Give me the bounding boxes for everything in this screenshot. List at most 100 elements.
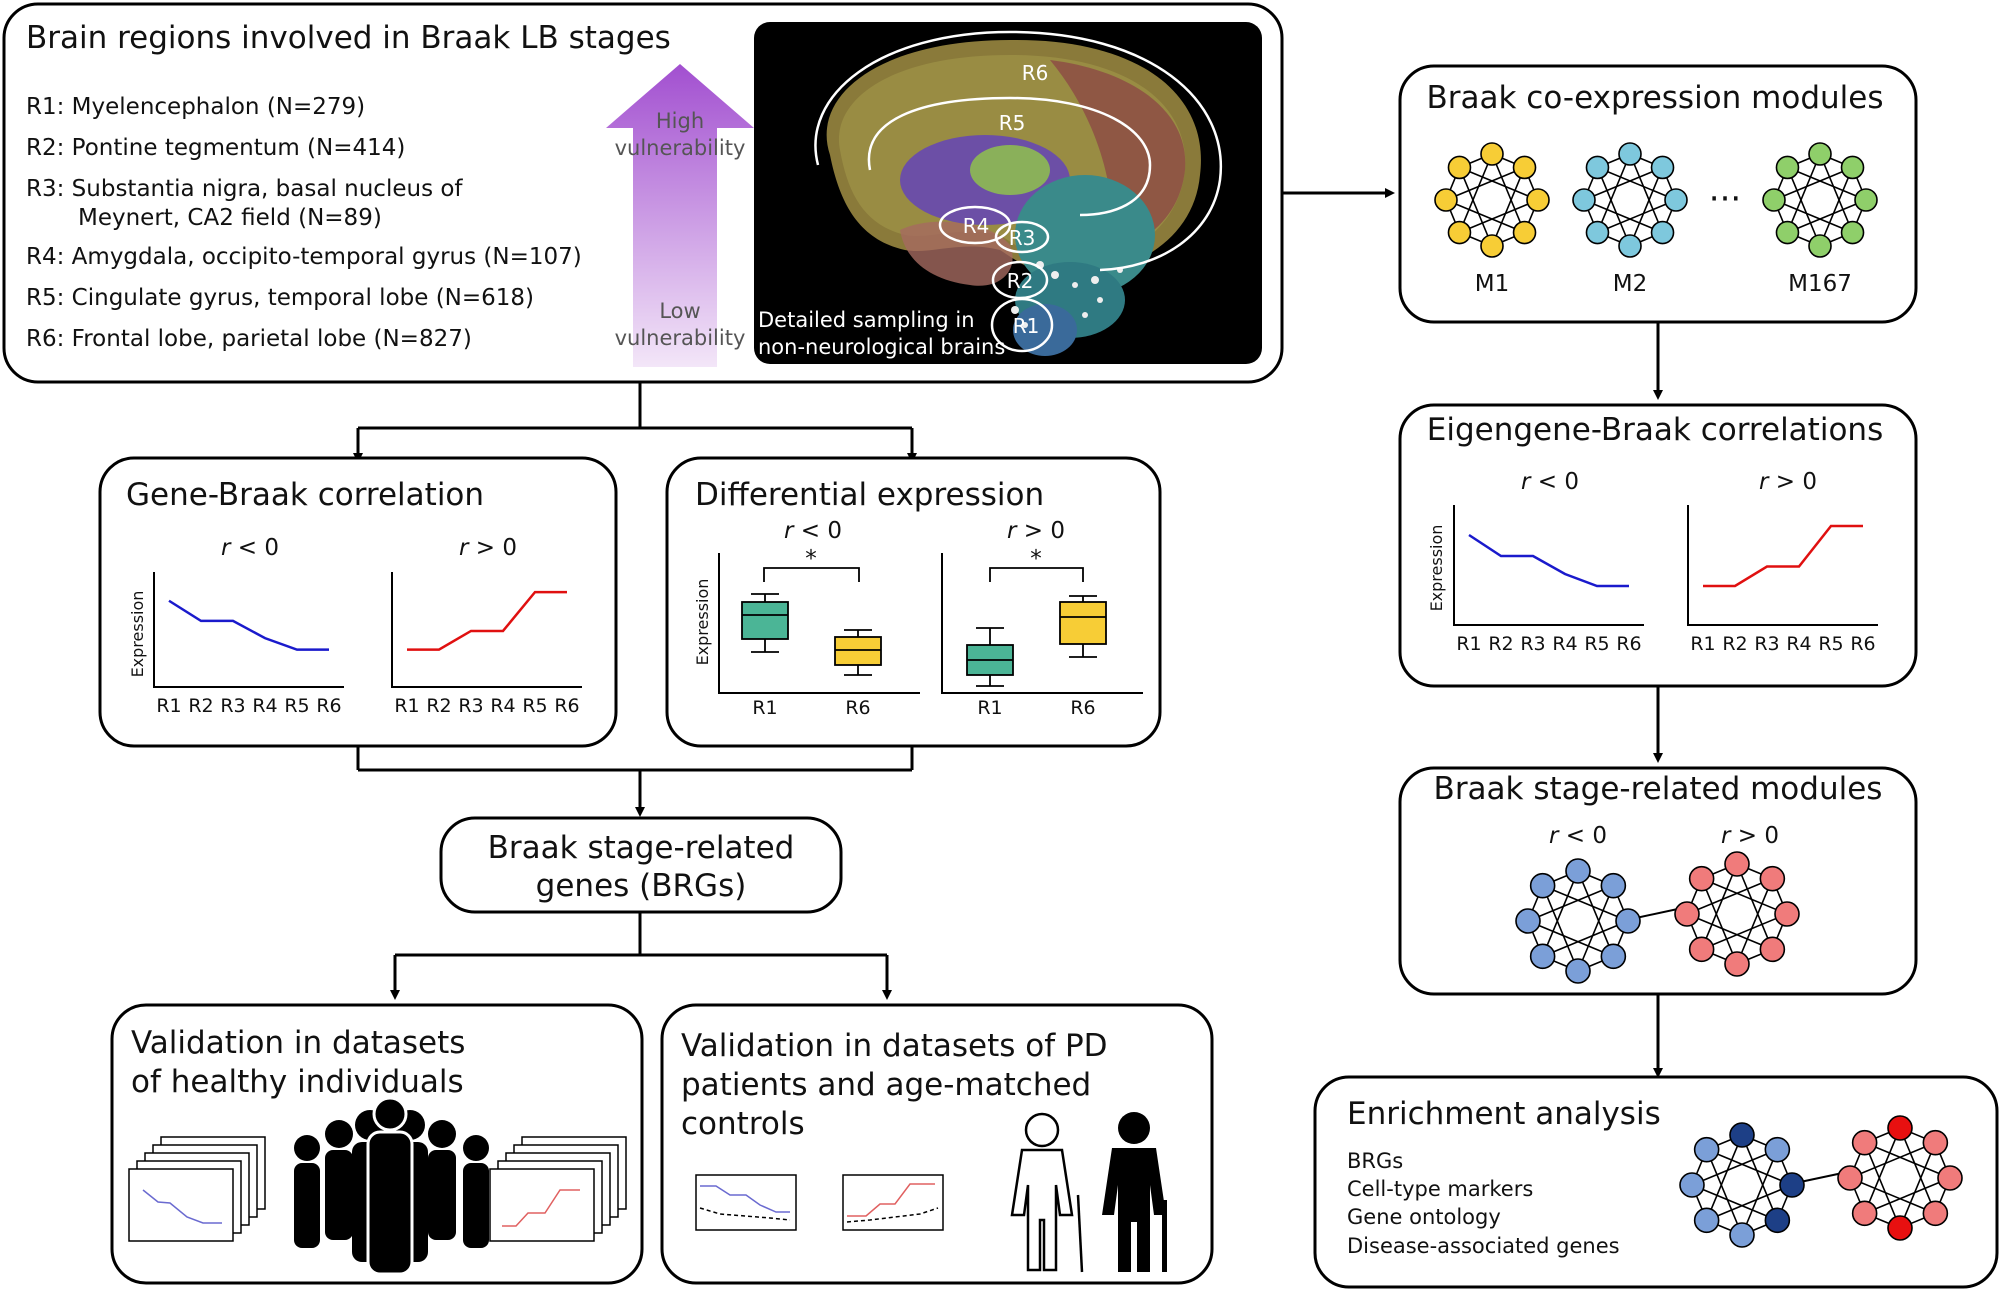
network-node	[1779, 1172, 1805, 1198]
low-vulnerability-label-1: Low	[659, 299, 700, 323]
network-edge	[1701, 913, 1788, 951]
network-node	[1693, 1136, 1720, 1163]
network-edge	[1706, 1148, 1793, 1186]
coexpr-panel	[1398, 64, 1918, 324]
network-node	[1618, 234, 1642, 258]
module-ellipsis: ···	[1709, 179, 1741, 219]
gene-braak-ylabel: Expression	[128, 591, 147, 678]
diff-expr-neg-tick-r1: R1	[752, 697, 777, 719]
x-tick-r5: R5	[1584, 633, 1609, 655]
network-node	[1837, 1165, 1863, 1191]
val-pd-panel	[660, 1003, 1214, 1285]
coexpr-title: Braak co-expression modules	[1427, 80, 1884, 116]
x-tick-r6: R6	[1850, 633, 1875, 655]
brgs-line-1: Braak stage-related	[488, 830, 795, 866]
network-edge	[1787, 199, 1867, 234]
val-pd-line-3: controls	[681, 1106, 805, 1142]
network-node	[1775, 220, 1800, 245]
region-r3: R3: Substantia nigra, basal nucleus of	[26, 176, 463, 202]
network-node	[1512, 220, 1537, 245]
network-edge	[1736, 878, 1774, 965]
chart-axes	[1687, 505, 1878, 626]
x-tick-r3: R3	[458, 695, 483, 717]
x-tick-r1: R1	[1690, 633, 1715, 655]
enrichment-item-disease: Disease-associated genes	[1347, 1234, 1620, 1258]
network-node	[1600, 943, 1627, 970]
brain-image	[754, 22, 1262, 364]
network-node	[1729, 1222, 1755, 1248]
network-edge	[1691, 1184, 1778, 1222]
network-node	[1724, 851, 1750, 877]
network-edge	[1445, 199, 1525, 234]
module-m2-network	[1572, 142, 1688, 258]
chart-axes	[153, 572, 344, 688]
connectors-left	[353, 188, 1395, 1000]
x-tick-r1: R1	[156, 695, 181, 717]
brgs-panel	[439, 816, 843, 914]
x-tick-r4: R4	[1552, 633, 1577, 655]
network-edge	[1527, 884, 1614, 922]
gene-braak-title: Gene-Braak correlation	[126, 477, 484, 513]
network-edge	[1596, 167, 1631, 247]
network-edge	[1597, 166, 1677, 201]
brain-label-r6: R6	[1022, 61, 1049, 85]
network-edge	[1491, 153, 1526, 233]
network-node	[1515, 908, 1541, 934]
diff-expr-ylabel: Expression	[693, 579, 712, 666]
network-node	[1565, 958, 1591, 984]
network-edge	[1863, 1127, 1901, 1214]
chart-axes	[1453, 505, 1644, 626]
network-edge	[1706, 1184, 1793, 1222]
network-edge	[1527, 920, 1614, 958]
network-edge	[1864, 1177, 1951, 1215]
network-node	[1764, 1136, 1791, 1163]
diff-expr-neg-label: r < 0	[784, 518, 842, 544]
network-edge	[1458, 153, 1493, 233]
network-node	[1674, 901, 1700, 927]
network-edge	[1691, 1148, 1778, 1186]
diff-expr-neg-tick-r6: R6	[845, 697, 870, 719]
network-edge	[1864, 1141, 1951, 1179]
diff-expr-pos-tick-r6: R6	[1070, 697, 1095, 719]
pd-dataset-red	[842, 1174, 944, 1231]
diff-expr-title: Differential expression	[695, 477, 1044, 513]
series-line	[1703, 524, 1863, 588]
network-edge	[1629, 167, 1664, 247]
network-node	[1840, 155, 1865, 180]
x-tick-r1: R1	[394, 695, 419, 717]
module-label-m1: M1	[1475, 271, 1509, 297]
network-node	[1854, 188, 1878, 212]
enrichment-neg-network	[1679, 1122, 1805, 1248]
network-edge	[1577, 885, 1615, 972]
x-tick-r2: R2	[1722, 633, 1747, 655]
network-edge	[1819, 167, 1854, 247]
box-r6-pos	[1059, 595, 1107, 658]
enrichment-item-celltype: Cell-type markers	[1347, 1177, 1533, 1201]
network-node	[1729, 1122, 1755, 1148]
network-edge	[1542, 884, 1629, 922]
diff-expr-neg-star: *	[805, 546, 817, 572]
eigengene-title: Eigengene-Braak correlations	[1427, 412, 1883, 448]
brain-label-r3: R3	[1009, 226, 1036, 250]
healthy-dataset-stack-left	[128, 1136, 266, 1242]
network-node	[1529, 872, 1556, 899]
region-list: R1: Myelencephalon (N=279) R2: Pontine t…	[26, 94, 582, 352]
network-edge	[1686, 913, 1773, 951]
region-r2: R2: Pontine tegmentum (N=414)	[26, 135, 405, 161]
enrichment-title: Enrichment analysis	[1347, 1096, 1661, 1132]
network-node	[1688, 936, 1715, 963]
network-node	[1724, 951, 1750, 977]
eigengene-pos-label: r > 0	[1759, 469, 1817, 495]
diff-expr-pos-plot: * R1 R6	[941, 546, 1143, 719]
enrichment-panel	[1313, 1075, 1999, 1289]
x-tick-r6: R6	[554, 695, 579, 717]
network-node	[1480, 142, 1504, 166]
box-r6-neg	[834, 629, 882, 676]
network-node	[1762, 188, 1786, 212]
network-node	[1615, 908, 1641, 934]
network-edge	[1773, 166, 1853, 201]
network-edge	[1741, 1134, 1779, 1221]
network-edge	[1787, 166, 1867, 201]
network-node	[1808, 142, 1832, 166]
